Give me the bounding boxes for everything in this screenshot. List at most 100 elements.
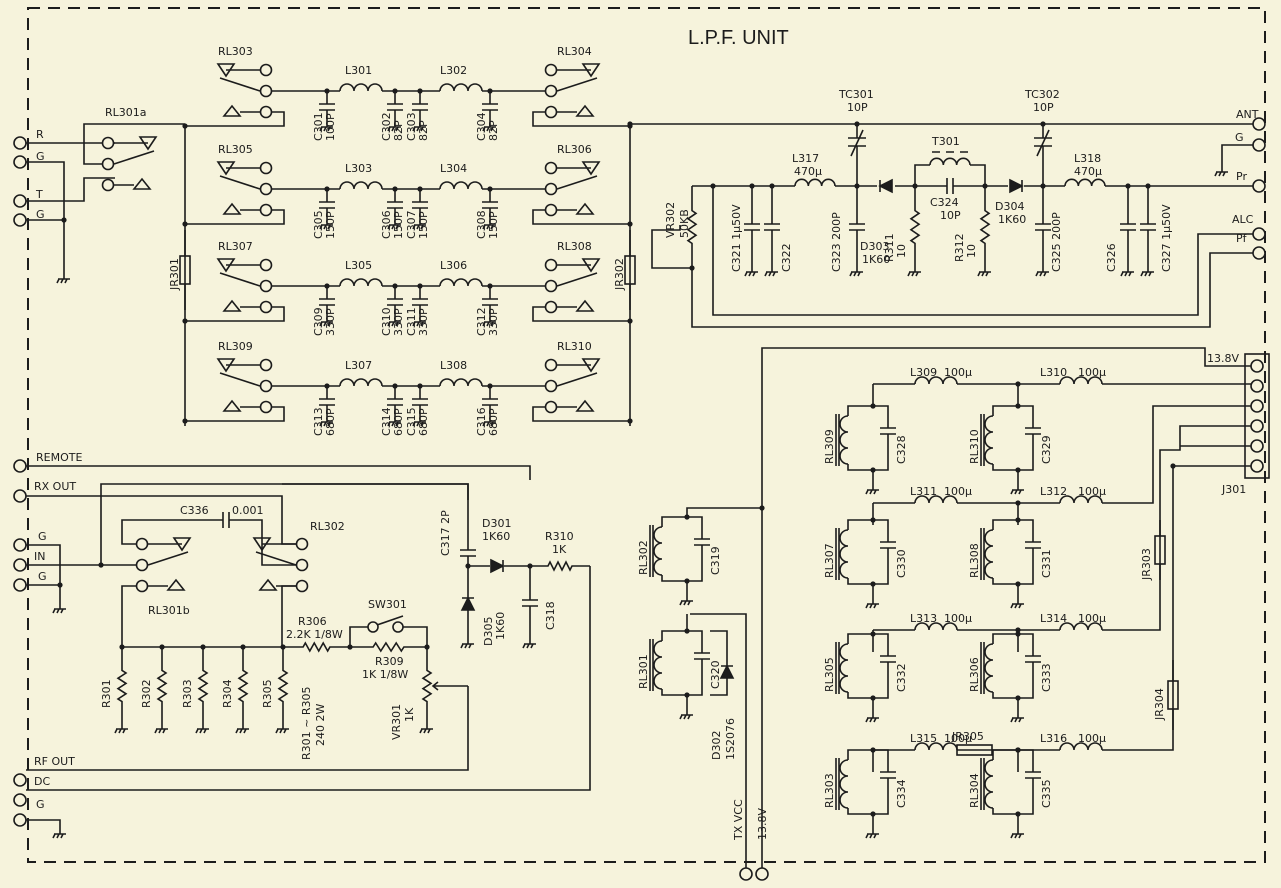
relay-triangle (222, 299, 242, 312)
trimmer-tc301-icon (848, 129, 866, 186)
ground-icon (419, 725, 433, 734)
relay-arm (219, 272, 261, 287)
choke-inductor (914, 376, 958, 385)
wire (712, 186, 1253, 316)
relay-coil-icon (984, 759, 994, 809)
wire (710, 630, 728, 696)
inductor-l1 (339, 181, 383, 190)
label-resistor: R301 (100, 679, 113, 708)
label-l2: L304 (440, 162, 467, 175)
ground-icon (275, 725, 289, 734)
ground-icon (387, 318, 401, 327)
ground-stroke (419, 725, 433, 734)
ground-stroke (235, 725, 249, 734)
label-relay-out: RL310 (557, 340, 592, 353)
relay-in-contact (216, 63, 273, 119)
ground-icon (1010, 600, 1024, 609)
label-cap-ref: C302 (380, 112, 393, 141)
contact (544, 105, 558, 119)
contact (259, 161, 273, 175)
ground-stroke (482, 123, 496, 132)
choke-inductor (1059, 495, 1103, 504)
label-relay-coil: RL309 (823, 429, 836, 464)
trimmer-tc302-icon (1034, 129, 1052, 186)
contact (544, 358, 558, 372)
terminal-pf (1252, 246, 1266, 260)
capacitor-c326 (1120, 186, 1136, 268)
label-relay-coil-cap: C332 (895, 663, 908, 692)
wire (1102, 465, 1251, 751)
choke-inductor (1059, 376, 1103, 385)
ground-stroke (387, 221, 401, 230)
relay-core-icon (980, 414, 985, 466)
label-r311-val: 10 (895, 244, 908, 258)
contact (544, 400, 558, 414)
ground-stroke (679, 597, 693, 606)
contact (544, 258, 558, 272)
relay-coil-icon (839, 643, 849, 693)
label-remote: REMOTE (36, 451, 82, 464)
relay-arm (219, 77, 261, 92)
label-choke-val: 100µ (944, 732, 972, 745)
relay-coil-icon (653, 526, 663, 576)
relay-core-icon (649, 639, 654, 691)
label-l2: L302 (440, 64, 467, 77)
label-d303: D303 (860, 240, 889, 253)
ground-icon (319, 221, 333, 230)
terminal-alc (1252, 227, 1266, 241)
wire (532, 111, 630, 127)
terminal-g (13, 213, 27, 227)
ground-icon (1140, 268, 1154, 277)
ground-stroke (865, 830, 879, 839)
contact (259, 279, 273, 293)
capacitor (482, 91, 498, 123)
label-choke: L311 (910, 485, 937, 498)
wire (281, 520, 296, 545)
relay-arm-triangle (581, 63, 601, 78)
label-rf-out: RF OUT (34, 755, 75, 768)
label-sw301: SW301 (368, 598, 407, 611)
label-d301-val: 1K60 (482, 530, 510, 543)
ground-icon (865, 486, 879, 495)
capacitor (694, 645, 710, 667)
label-cap-val: 330P (392, 308, 405, 336)
relay-triangle (575, 299, 595, 312)
terminal-g (13, 578, 27, 592)
ground-icon (387, 221, 401, 230)
capacitor-c321 (744, 186, 760, 268)
ground-icon (412, 418, 426, 427)
label-g: G (1235, 131, 1244, 144)
contact (544, 161, 558, 175)
capacitor-c325 (1035, 186, 1051, 268)
wire (1102, 425, 1251, 631)
relay-in-contact (216, 358, 273, 414)
label-g: G (36, 208, 45, 221)
label-cap-ref: C312 (475, 307, 488, 336)
label-choke: L316 (1040, 732, 1067, 745)
ground-icon (460, 640, 474, 649)
wire (349, 626, 428, 647)
label-choke: L314 (1040, 612, 1067, 625)
ground-stroke (319, 123, 333, 132)
label-d303-val: 1K60 (862, 253, 890, 266)
label-relay-coil-cap: C329 (1040, 435, 1053, 464)
terminal-t (13, 194, 27, 208)
ground-icon (1010, 714, 1024, 723)
label-relay-out: RL304 (557, 45, 592, 58)
ground-stroke (412, 221, 426, 230)
contact (295, 537, 309, 551)
relay-arm-triangle (581, 258, 601, 273)
wire (185, 111, 285, 127)
capacitor (412, 386, 428, 418)
capacitor (694, 531, 710, 553)
label-dc: DC (34, 775, 50, 788)
ground-icon (52, 830, 66, 839)
label-resistor: R305 (261, 679, 274, 708)
label-relay-coil-cap: C320 (709, 660, 722, 689)
ground-icon (522, 640, 536, 649)
ground-icon (412, 123, 426, 132)
relay-triangle (222, 104, 242, 117)
contact (135, 558, 149, 572)
